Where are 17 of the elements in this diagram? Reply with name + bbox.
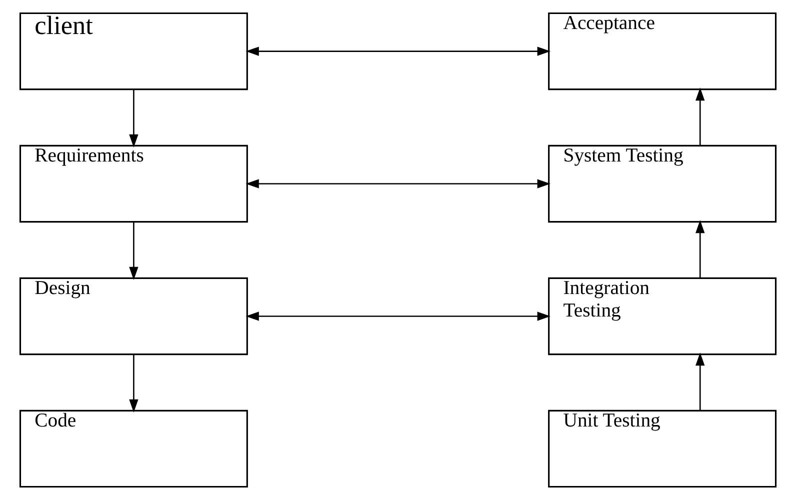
node-box: Unit Testing [548, 410, 776, 488]
node-box: Code [18, 410, 248, 488]
arrow [695, 88, 704, 146]
node-box: Requirements [18, 144, 248, 223]
arrow [128, 90, 138, 148]
arrow [128, 222, 138, 280]
arrow [128, 354, 138, 412]
node-box: System Testing [548, 144, 776, 223]
node-box: Integration Testing [548, 277, 776, 356]
node-box: Design [18, 277, 248, 356]
arrow [245, 312, 550, 321]
arrow [695, 352, 704, 410]
arrow [245, 179, 550, 188]
arrow [245, 46, 550, 56]
node-box: client [18, 12, 248, 90]
arrow [695, 220, 704, 278]
node-box: Acceptance [548, 12, 776, 90]
